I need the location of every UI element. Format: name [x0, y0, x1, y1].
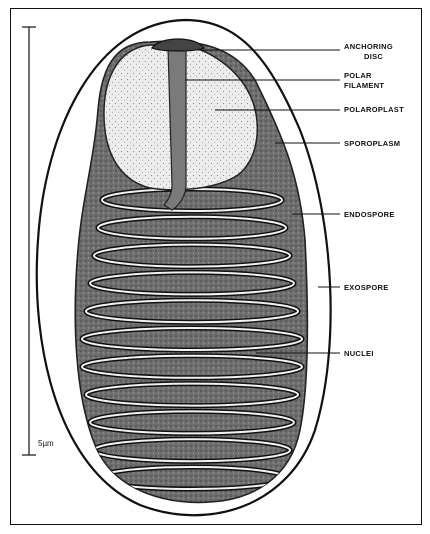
label-exospore: EXOSPORE: [344, 283, 389, 292]
label-sporoplasm: SPOROPLASM: [344, 139, 400, 148]
label-anchoring-disc-2: DISC: [364, 52, 383, 61]
label-polar-filament-1: POLAR: [344, 71, 372, 80]
label-endospore: ENDOSPORE: [344, 210, 395, 219]
label-anchoring-disc-1: ANCHORING: [344, 42, 393, 51]
scale-bar-label: 5µm: [38, 439, 54, 448]
label-polaroplast: POLAROPLAST: [344, 105, 404, 114]
label-polar-filament-2: FILAMENT: [344, 81, 384, 90]
label-nuclei: NUCLEI: [344, 349, 374, 358]
